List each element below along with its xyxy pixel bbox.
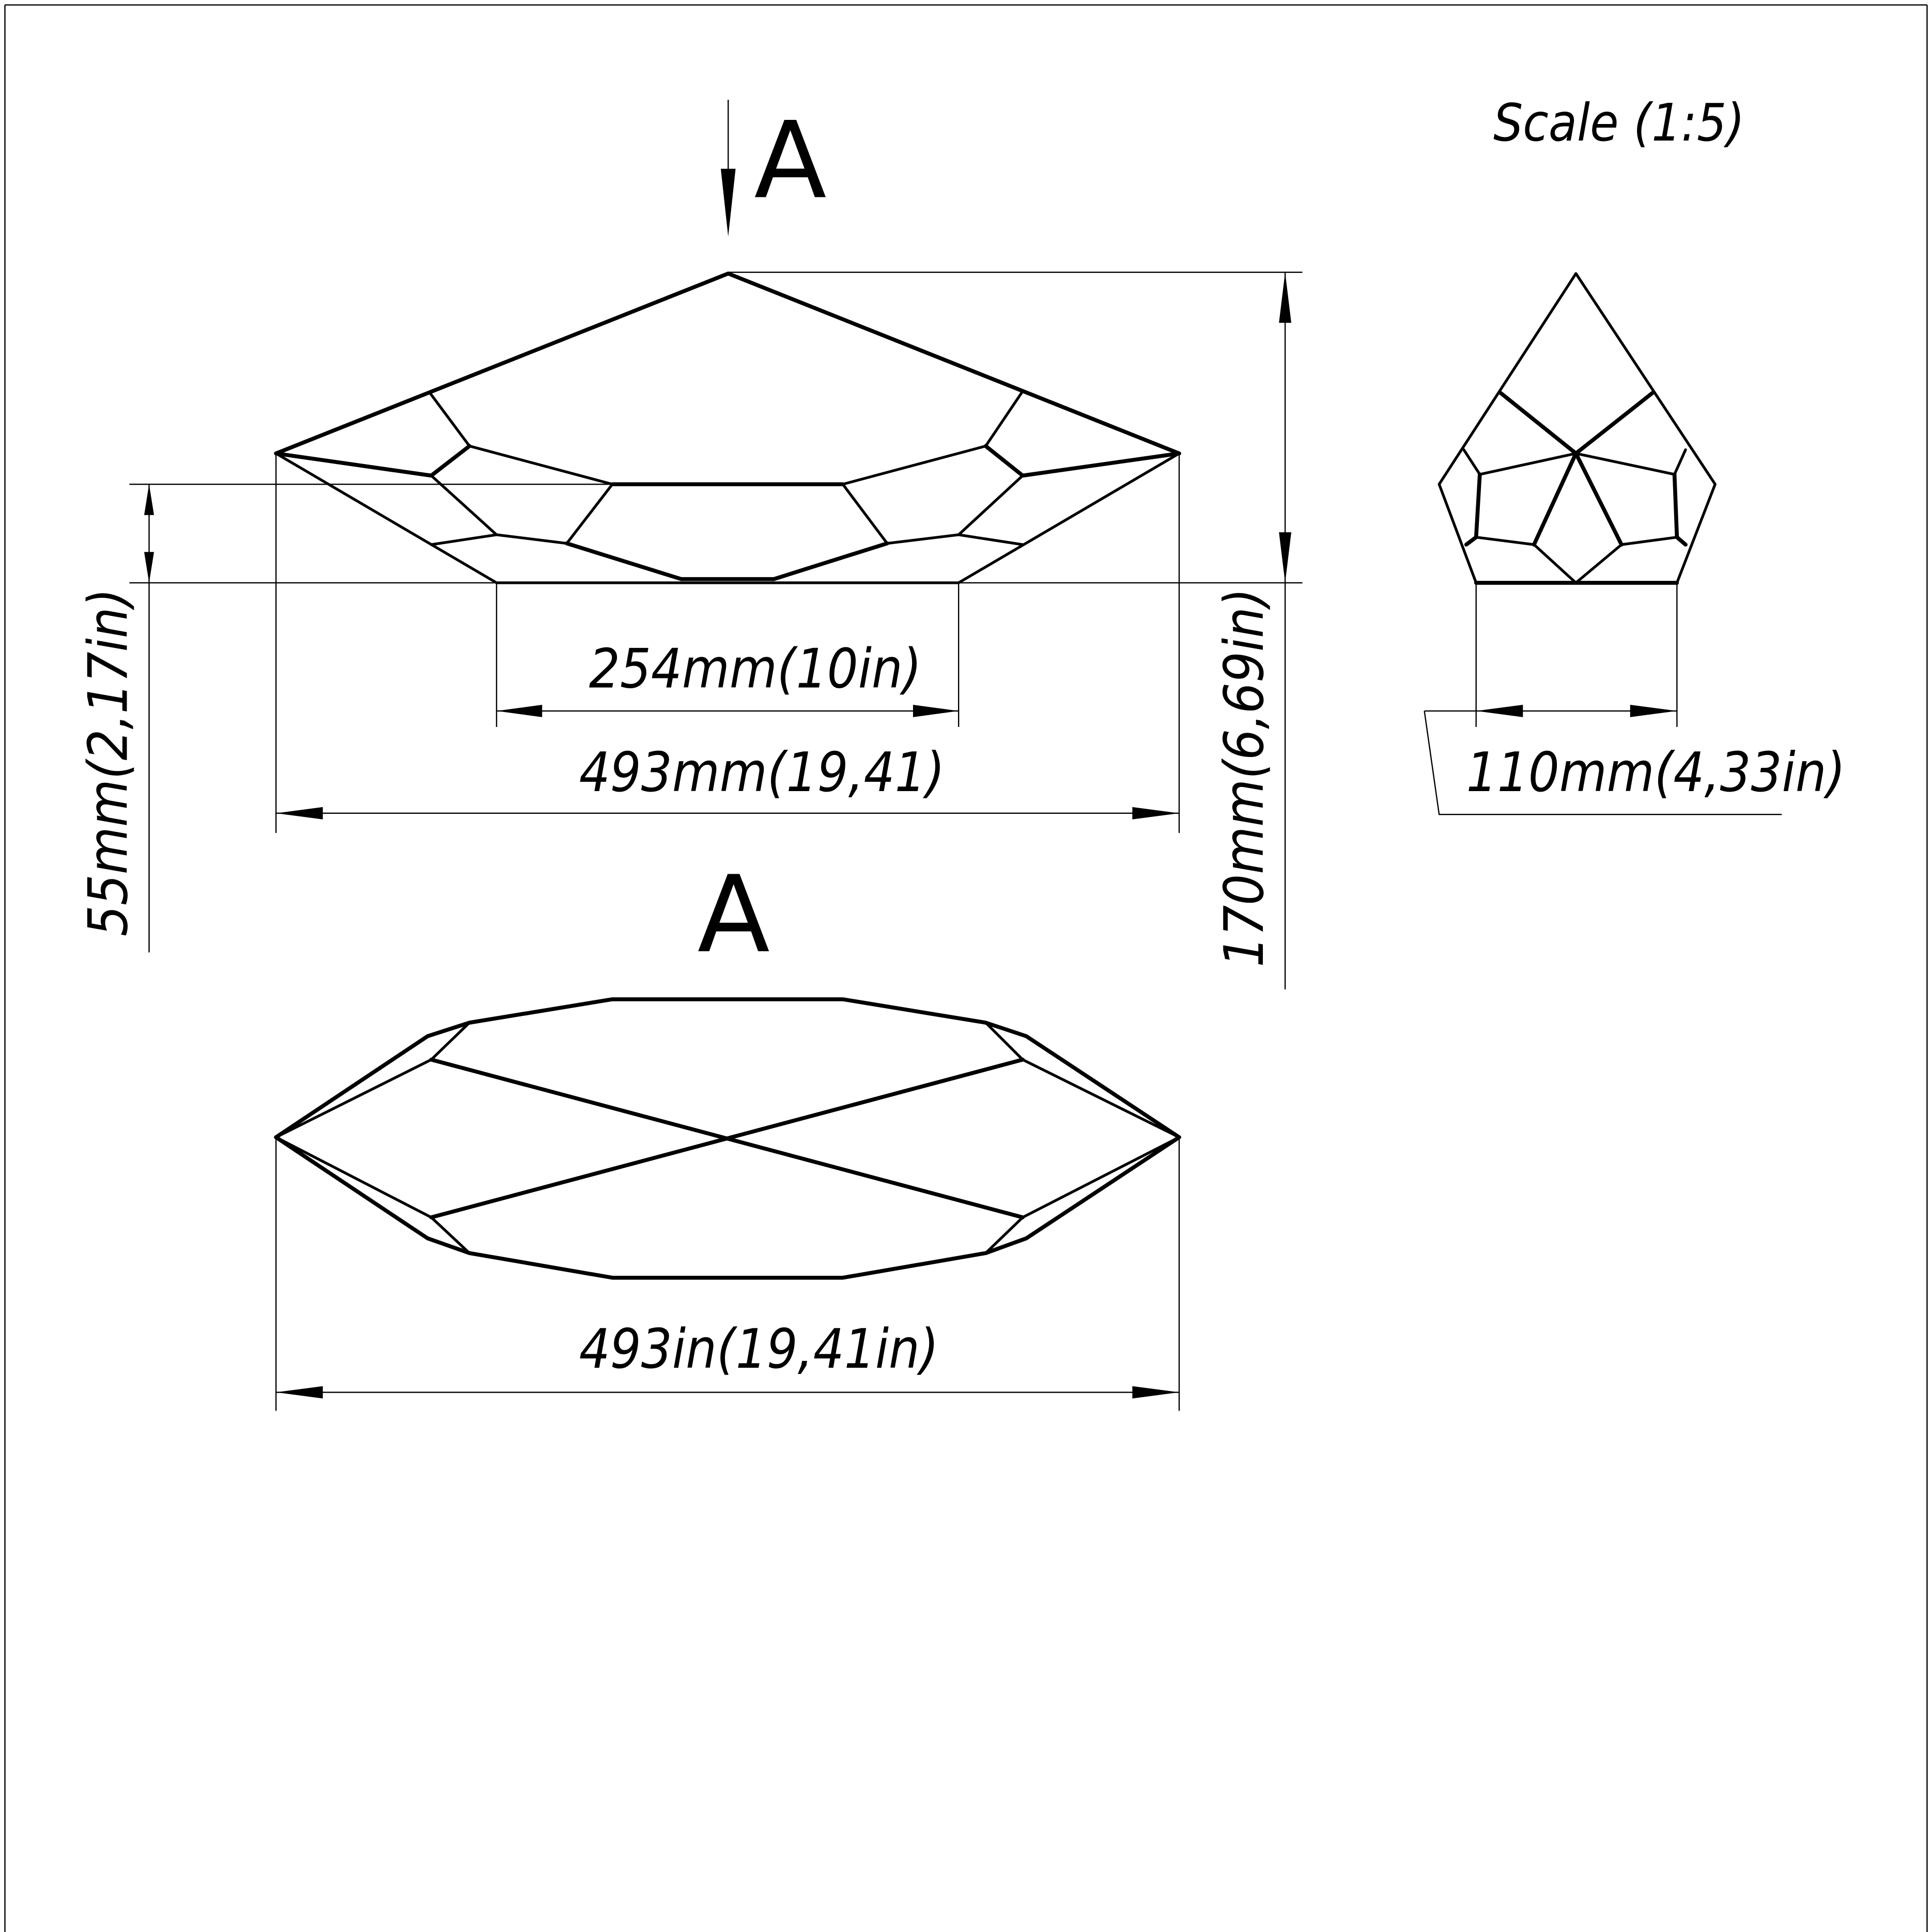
drawing-frame [4, 4, 1928, 1932]
dim-overall-height: 170mm(6,69in) [1213, 588, 1276, 967]
dimension-lines-view-a [275, 1137, 1180, 1411]
gem-view-a [274, 997, 1181, 1280]
gem-end-view [1438, 272, 1717, 585]
dim-table-width: 254mm(10in) [589, 638, 922, 701]
dim-crown-height: 55mm(2,17in) [77, 589, 140, 937]
view-label-a: A [698, 854, 770, 977]
dim-view-a-length: 493in(19,41in) [579, 1318, 939, 1381]
view-direction-arrow [720, 100, 736, 237]
dimension-lines-end [1424, 582, 1782, 815]
dimension-lines-side [129, 271, 1303, 990]
gem-side-view [274, 271, 1181, 584]
scale-label: Scale (1:5) [1493, 92, 1744, 153]
dim-overall-length: 493mm(19,41) [579, 741, 945, 804]
section-marker-a: A [754, 100, 826, 223]
dim-end-width: 110mm(4,33in) [1466, 741, 1846, 804]
